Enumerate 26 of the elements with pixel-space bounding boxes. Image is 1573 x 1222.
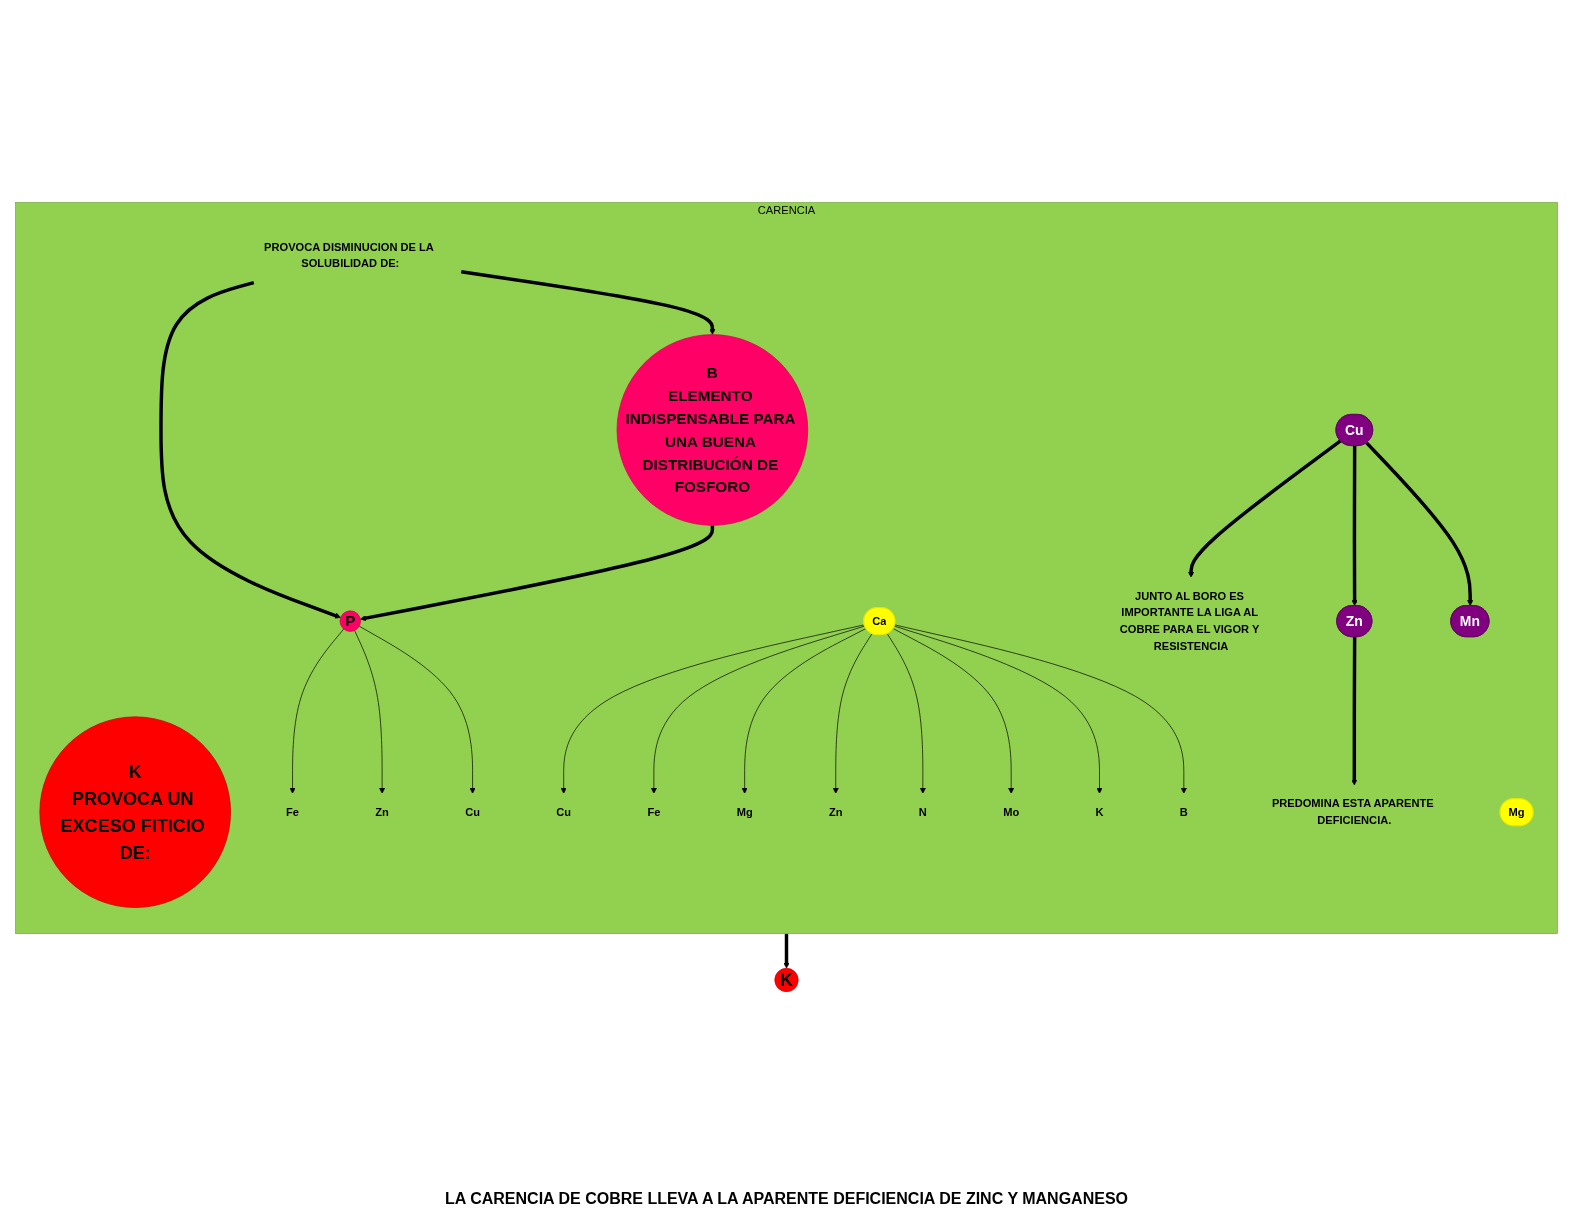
node-text: Zn (375, 805, 389, 818)
node-text: Mg (736, 805, 753, 818)
arrow (159, 280, 341, 619)
node-text: PREDOMINA ESTA APARENTE DEFICIENCIA. (1271, 797, 1434, 827)
node-text: JUNTO AL BORO ES IMPORTANTE LA LIGA AL COBRE PARA EL VIGOR Y RESISTENCIA (1119, 589, 1260, 652)
node-text: Mo (1003, 805, 1020, 818)
arrow (1351, 637, 1358, 786)
note-text: LA CARENCIA DE COBRE LLEVA A LA APARENTE DEFICIENCIA DE ZINC Y MANGANESO (445, 1190, 1128, 1208)
node-text: B (1179, 805, 1188, 818)
node-text: Zn (828, 805, 843, 818)
node-text: Cu (465, 805, 480, 818)
arrow (1365, 441, 1474, 607)
node-text: Fe (286, 805, 300, 818)
node-circle: K (774, 967, 799, 993)
node-circle: P (339, 610, 361, 632)
node-text: K (1095, 805, 1104, 818)
arrow (783, 933, 790, 969)
node-circle: B ELEMENTO INDISPENSABLE PARA UNA BUENA DISTRIBUCIÓN DE FOSFORO (616, 334, 809, 526)
arrow (1188, 439, 1342, 578)
node-text: N (918, 805, 927, 818)
arrow (1351, 445, 1358, 607)
node-circle: K PROVOCA UN EXCESO FITICIO DE: (39, 716, 231, 908)
node-text: Cu (556, 805, 572, 818)
node-text: Fe (647, 805, 661, 818)
arrow (461, 270, 716, 335)
node-text: PROVOCA DISMINUCION DE LA SOLUBILIDAD DE: (264, 240, 434, 270)
